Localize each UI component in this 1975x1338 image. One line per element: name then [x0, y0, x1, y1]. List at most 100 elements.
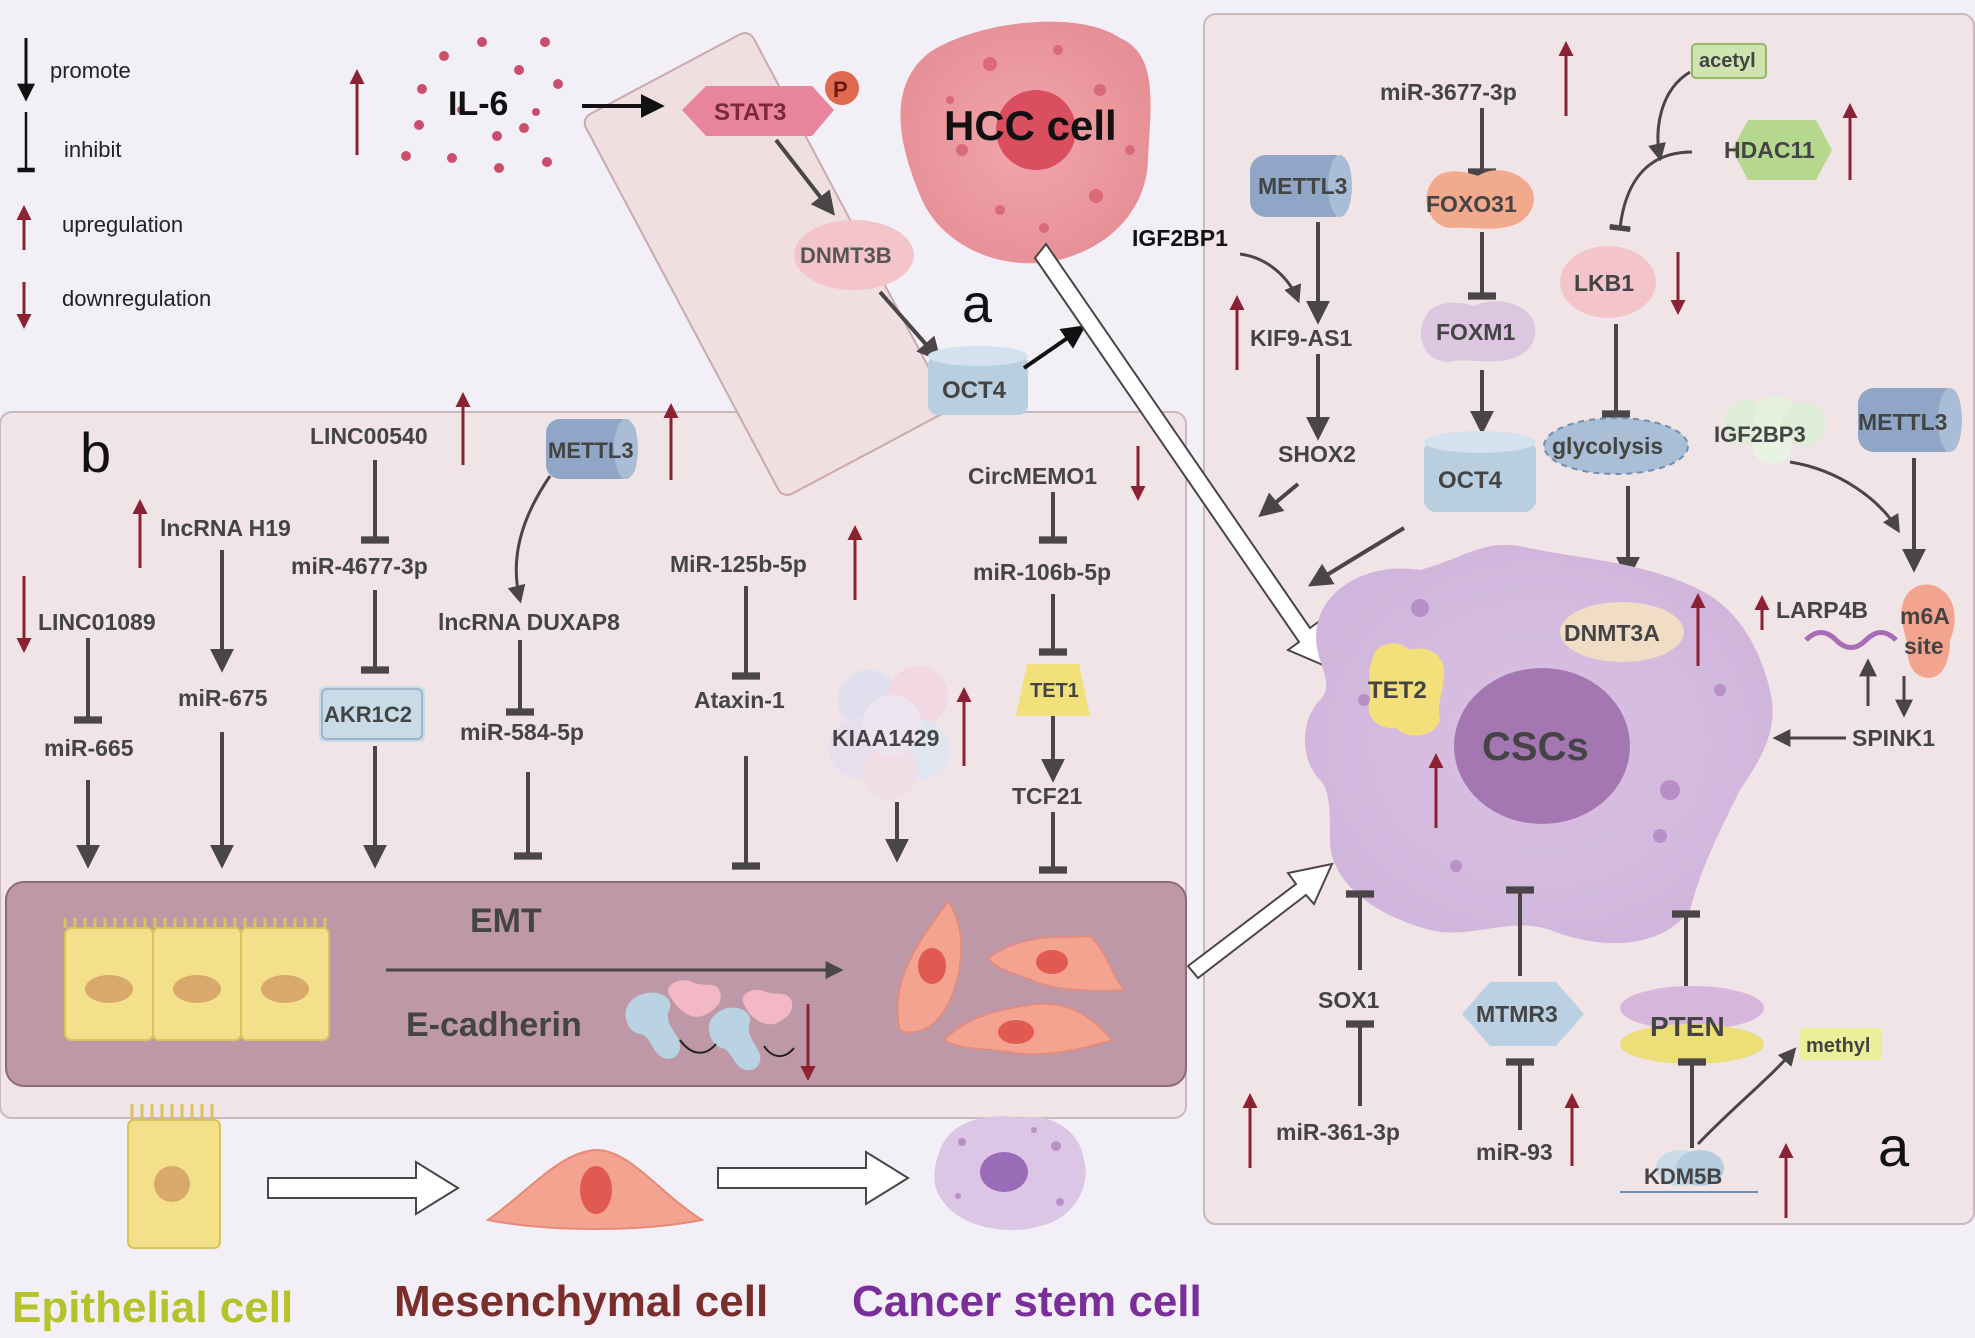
- mettl3-a-label: METTL3: [1258, 173, 1347, 199]
- mrna-wave: [1804, 630, 1898, 650]
- pten-top: [1620, 986, 1764, 1030]
- oct4-top-shape: [928, 346, 1028, 415]
- il6-label: IL-6: [448, 85, 508, 123]
- tcf21-label: TCF21: [1012, 783, 1083, 809]
- mesenchymal-cell-icon: [485, 1148, 705, 1230]
- mesenchymal-cells-band: [896, 900, 1126, 1055]
- oct4-a-label: OCT4: [1438, 467, 1503, 494]
- hcc-cell-label: HCC cell: [944, 102, 1117, 149]
- foxo31-shape: [1426, 170, 1534, 229]
- glycolysis-label: glycolysis: [1552, 433, 1663, 459]
- mir665-label: miR-665: [44, 735, 134, 761]
- igf2bp3-shape: [1724, 396, 1826, 464]
- hdac11-lkb1-inhibit: [1609, 150, 1693, 232]
- sox1-label: SOX1: [1318, 987, 1380, 1013]
- larp4b-label: LARP4B: [1776, 597, 1868, 623]
- tet1-label: TET1: [1030, 680, 1079, 702]
- mir361-label: miR-361-3p: [1276, 1119, 1400, 1145]
- hdac11-shape: [1732, 120, 1832, 180]
- legend-inhibit-label: inhibit: [64, 137, 121, 162]
- igf2bp3-m6a-arrow: [1789, 460, 1900, 534]
- methyl-tag: [1800, 1028, 1882, 1060]
- mir675-label: miR-675: [178, 685, 268, 711]
- stat3-label: STAT3: [714, 99, 786, 126]
- akr1c2-shape: [319, 686, 425, 742]
- epithelial-layer: [63, 918, 330, 1041]
- legend-up-label: upregulation: [62, 212, 183, 237]
- dnmt3b-label: DNMT3B: [800, 243, 892, 268]
- legend-promote-label: promote: [50, 58, 131, 83]
- pten-bottom: [1620, 1024, 1764, 1064]
- pten-label: PTEN: [1650, 1011, 1725, 1042]
- akr1c2-label: AKR1C2: [324, 702, 412, 727]
- emt-label: EMT: [470, 902, 542, 940]
- methyl-label: methyl: [1806, 1035, 1870, 1057]
- m6a-site-shape: [1901, 584, 1955, 678]
- panel-b-label: b: [80, 421, 111, 484]
- csc-granules: [1358, 599, 1726, 872]
- tet2-label: TET2: [1368, 677, 1427, 704]
- spink1-label: SPINK1: [1852, 725, 1935, 751]
- acetyl-lkb1-arrow: [1648, 70, 1691, 162]
- oct4-out-arrow: [1307, 526, 1406, 587]
- csc-cell-label: Cancer stem cell: [852, 1277, 1202, 1326]
- dnmt3b-shape: [794, 220, 914, 290]
- glycolysis-shape: [1543, 417, 1689, 475]
- shox2-out-arrow: [1258, 482, 1300, 518]
- h19-label: lncRNA H19: [160, 515, 291, 541]
- emt-to-csc-hollow-arrow: [1186, 862, 1334, 980]
- stat3-shape: [682, 86, 834, 136]
- mtmr3-label: MTMR3: [1476, 1001, 1558, 1027]
- mettl3-b-shape: [546, 419, 638, 479]
- mtmr3-shape: [1462, 982, 1584, 1046]
- hcc-nucleus: [996, 90, 1076, 170]
- kdm5b-methyl-arrow: [1696, 1047, 1797, 1146]
- igf2bp1-kif9-arrow: [1239, 252, 1302, 304]
- dnmt3a-shape: [1560, 602, 1684, 662]
- lkb1-label: LKB1: [1574, 270, 1634, 296]
- acetyl-label: acetyl: [1699, 50, 1756, 72]
- kdm5b-shape: [1620, 1150, 1758, 1193]
- phospho-label: P: [833, 77, 848, 102]
- igf2bp3-label: IGF2BP3: [1714, 422, 1806, 447]
- mir3677-label: miR-3677-3p: [1380, 79, 1517, 105]
- igf2bp1-label: IGF2BP1: [1132, 225, 1228, 251]
- site-label: site: [1904, 633, 1944, 659]
- epithelial-cell-icon: [127, 1104, 221, 1249]
- ecadherin-proteins: [625, 980, 795, 1071]
- mir106b-label: miR-106b-5p: [973, 559, 1111, 585]
- foxm1-shape: [1420, 301, 1536, 362]
- epithelial-cell-label: Epithelial cell: [12, 1283, 293, 1332]
- stat3-dnmt3b-arrow: [774, 138, 835, 216]
- kdm5b-label: KDM5B: [1644, 1164, 1722, 1189]
- epithelial-to-mesenchymal-arrow: [267, 1160, 460, 1216]
- hcc-to-csc-hollow-arrow: [1033, 242, 1332, 670]
- oct4-a-shape: [1424, 431, 1536, 512]
- mettl3-a2-label: METTL3: [1858, 409, 1947, 435]
- tet1-shape: [1016, 664, 1090, 716]
- dnmt3b-oct4-arrow: [878, 290, 942, 362]
- legend: [16, 38, 35, 329]
- cscs-label: CSCs: [1482, 725, 1589, 769]
- kiaa1429-shape: [828, 666, 950, 800]
- mir93-label: miR-93: [1476, 1139, 1553, 1165]
- kif9-label: KIF9-AS1: [1250, 325, 1352, 351]
- circmemo1-label: CircMEMO1: [968, 463, 1097, 489]
- hdac11-label: HDAC11: [1724, 137, 1815, 163]
- mir584-label: miR-584-5p: [460, 719, 584, 745]
- dnmt3a-label: DNMT3A: [1564, 620, 1660, 646]
- stat3-panel: [583, 32, 949, 496]
- m6a-label: m6A: [1900, 603, 1950, 629]
- foxo31-label: FOXO31: [1426, 191, 1517, 217]
- mesenchymal-to-csc-arrow: [717, 1150, 910, 1206]
- mir125b-label: MiR-125b-5p: [670, 551, 807, 577]
- oct4-top-label: OCT4: [942, 377, 1007, 404]
- acetyl-tag: [1691, 43, 1767, 79]
- lkb1-shape: [1560, 246, 1656, 318]
- foxm1-label: FOXM1: [1436, 319, 1515, 345]
- linc01089-label: LINC01089: [38, 609, 156, 635]
- ecadherin-label: E-cadherin: [406, 1006, 582, 1044]
- oct4-hcc-arrow: [1022, 325, 1086, 370]
